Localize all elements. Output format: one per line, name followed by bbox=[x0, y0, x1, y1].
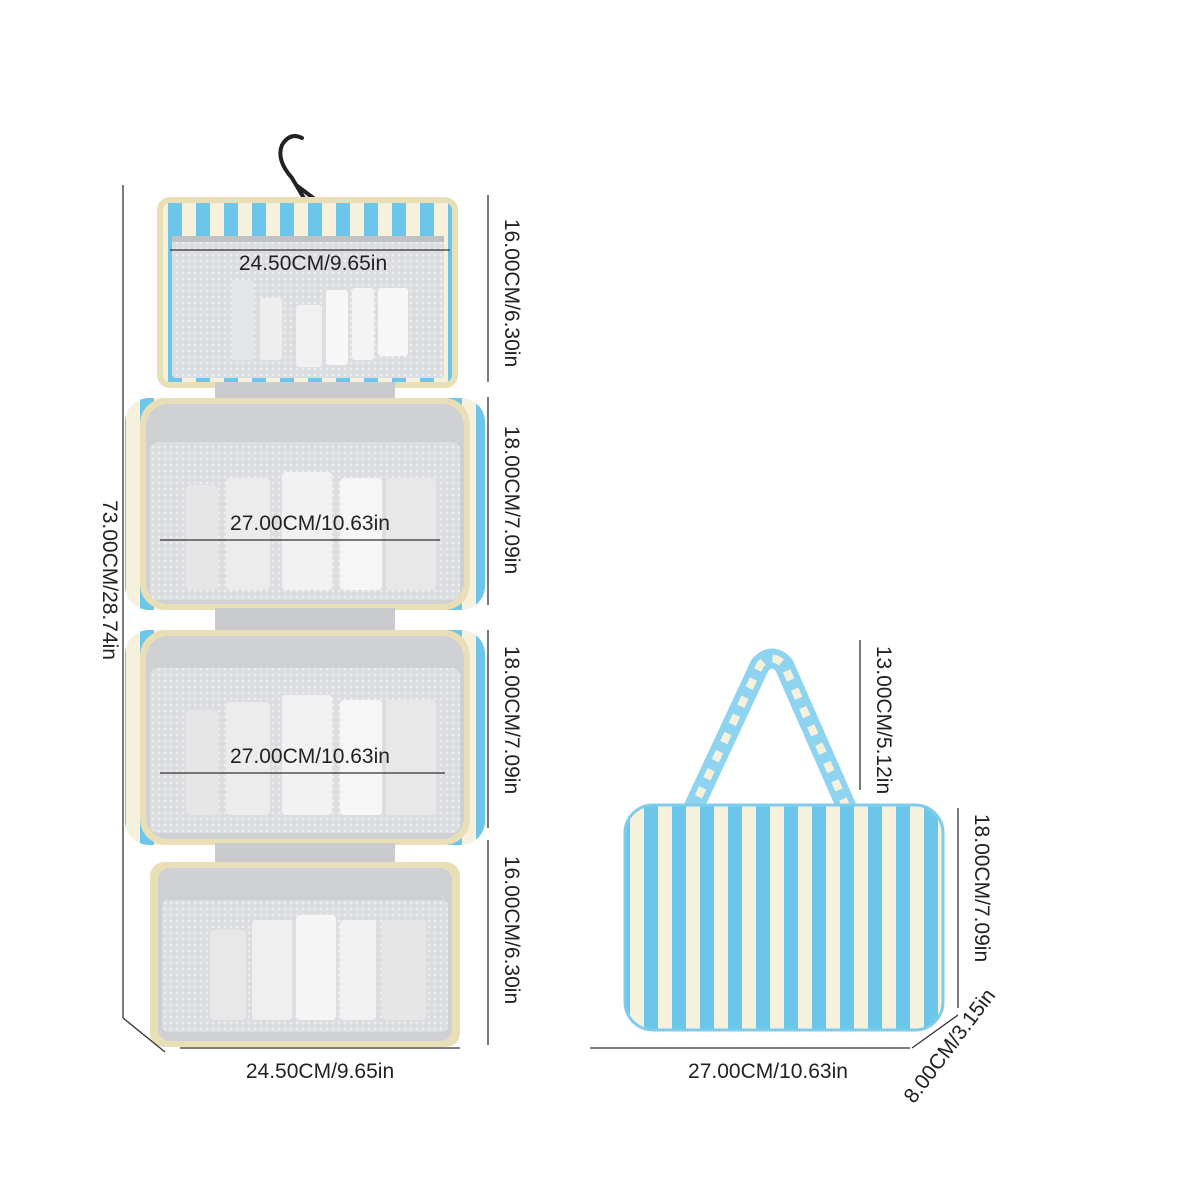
bag-width-label: 27.00CM/10.63in bbox=[688, 1060, 848, 1083]
middle1-height-label: 18.00CM/7.09in bbox=[500, 426, 523, 574]
organizer-middle-pouch-1 bbox=[125, 398, 485, 610]
body-height-label: 18.00CM/7.09in bbox=[970, 814, 993, 962]
organizer-lining bbox=[215, 382, 395, 402]
total-length-label: 73.00CM/28.74in bbox=[98, 500, 121, 660]
bag-handle bbox=[680, 648, 860, 820]
organizer-bottom-pouch bbox=[150, 862, 460, 1047]
organizer-lining bbox=[215, 608, 395, 632]
bottom-height-label: 16.00CM/6.30in bbox=[500, 856, 523, 1004]
hanger-hook-icon bbox=[278, 134, 307, 202]
bottom-width-label: 24.50CM/9.65in bbox=[246, 1060, 394, 1083]
organizer-top-pouch bbox=[157, 197, 458, 388]
top-width-label: 24.50CM/9.65in bbox=[239, 252, 387, 275]
organizer-middle-pouch-2 bbox=[125, 630, 485, 845]
bag-body bbox=[623, 803, 945, 1032]
hanging-organizer: 24.50CM/9.65in 27.00CM/10.63in 27.00CM/1… bbox=[98, 134, 523, 1083]
middle2-width-label: 27.00CM/10.63in bbox=[230, 745, 390, 768]
folded-bag: 13.00CM/5.12in 18.00CM/7.09in 27.00CM/10… bbox=[590, 640, 1000, 1108]
middle2-height-label: 18.00CM/7.09in bbox=[500, 646, 523, 794]
middle1-width-label: 27.00CM/10.63in bbox=[230, 512, 390, 535]
handle-height-label: 13.00CM/5.12in bbox=[872, 646, 895, 794]
top-height-label: 16.00CM/6.30in bbox=[500, 219, 523, 367]
